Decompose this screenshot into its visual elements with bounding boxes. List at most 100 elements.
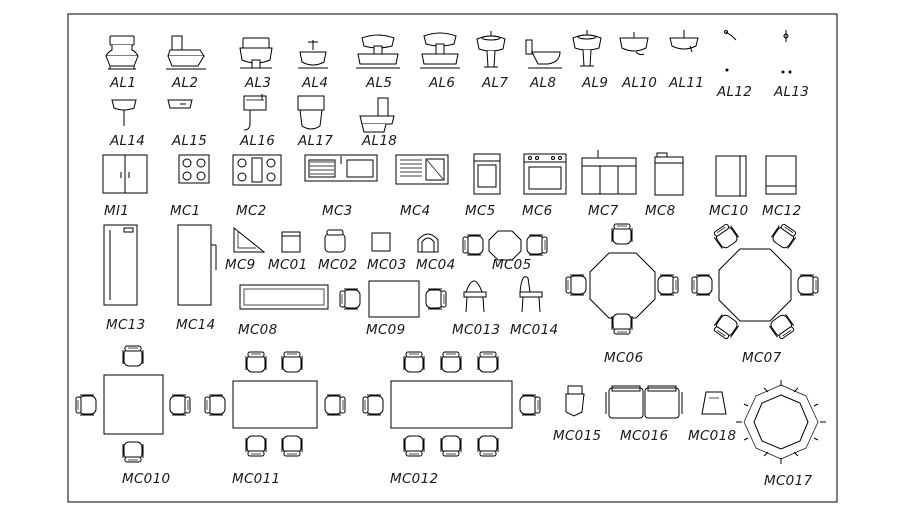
label-mc9: MC9	[225, 257, 256, 273]
symbol-al16-sink-trap	[243, 94, 267, 131]
label-al10: AL10	[621, 75, 657, 91]
symbol-mc13-refrigerator	[103, 224, 138, 306]
symbol-al17-toilet-front	[297, 95, 325, 130]
label-mc015: MC015	[553, 428, 601, 444]
label-al13: AL13	[773, 84, 809, 100]
label-mc12: MC12	[762, 203, 801, 219]
label-mc7: MC7	[588, 203, 619, 219]
label-mc1: MC1	[170, 203, 201, 219]
symbol-mc5-range	[473, 153, 501, 195]
label-mc3: MC3	[322, 203, 353, 219]
symbol-mc04-chair	[417, 233, 439, 253]
label-mc02: MC02	[318, 257, 357, 273]
symbol-mc014-chair	[519, 276, 543, 313]
label-mc01: MC01	[268, 257, 307, 273]
label-mc04: MC04	[416, 257, 455, 273]
label-mc05: MC05	[492, 257, 531, 273]
label-mc2: MC2	[236, 203, 267, 219]
label-mc018: MC018	[688, 428, 736, 444]
label-mc012: MC012	[390, 471, 438, 487]
label-al18: AL18	[361, 133, 397, 149]
label-mc016: MC016	[620, 428, 668, 444]
symbol-mc010-square-table	[75, 345, 191, 463]
symbol-mc015-chair	[565, 385, 585, 417]
symbol-al2-toilet	[166, 35, 206, 70]
label-al2: AL2	[171, 75, 198, 91]
label-al5: AL5	[365, 75, 392, 91]
label-mc03: MC03	[367, 257, 406, 273]
label-mc017: MC017	[764, 473, 812, 489]
symbol-mc08-counter	[239, 284, 329, 310]
symbol-mc07-octagon-table	[691, 221, 819, 342]
symbol-mc05-dining-set	[462, 230, 548, 261]
label-al17: AL17	[297, 133, 333, 149]
label-al1: AL1	[109, 75, 136, 91]
symbol-mc14-refrigerator	[177, 224, 217, 306]
symbol-al11-wall-sink	[669, 30, 699, 53]
symbol-mc016-sofa	[605, 385, 683, 419]
symbol-al8-toilet-side	[525, 39, 562, 69]
label-al14: AL14	[109, 133, 145, 149]
symbol-mc2-cooktop	[232, 154, 282, 186]
symbol-al6-sink-toilet	[420, 32, 460, 69]
symbol-mc011-rect-table	[204, 351, 346, 457]
label-mc8: MC8	[645, 203, 676, 219]
drawing-border	[67, 13, 838, 503]
symbol-al15-sink	[167, 99, 193, 109]
label-al3: AL3	[244, 75, 271, 91]
symbol-mc03-box	[371, 232, 391, 252]
symbol-mc9-corner	[233, 226, 266, 253]
symbol-mc09-dining-set	[339, 280, 447, 318]
symbol-mc017-octagon-table	[736, 380, 826, 464]
label-al12: AL12	[716, 84, 752, 100]
label-al8: AL8	[529, 75, 556, 91]
symbol-al14-wall-sink	[111, 99, 137, 126]
symbol-mc01-bin	[281, 231, 301, 253]
label-mc6: MC6	[522, 203, 553, 219]
symbol-mc012-rect-table	[362, 351, 541, 457]
symbol-al9-pedestal-sink	[572, 29, 602, 67]
symbol-al5-sink-toilet	[356, 34, 400, 69]
symbol-mc013-chair	[463, 280, 487, 313]
symbol-mi1-cabinet	[102, 154, 148, 194]
symbol-al18-toilet-side	[359, 97, 395, 133]
label-al6: AL6	[428, 75, 455, 91]
symbol-mc1-cooktop	[178, 154, 210, 184]
label-mc013: MC013	[452, 322, 500, 338]
symbol-mc3-double-sink	[304, 154, 378, 182]
symbol-al4-bidet	[298, 40, 328, 69]
label-mc5: MC5	[465, 203, 496, 219]
label-mc14: MC14	[176, 317, 215, 333]
label-mc011: MC011	[232, 471, 280, 487]
symbol-mc7-kitchen-cabinets	[581, 150, 637, 195]
symbol-mc6-range	[523, 153, 567, 195]
label-mc06: MC06	[604, 350, 643, 366]
label-mc014: MC014	[510, 322, 558, 338]
symbol-al10-wall-sink	[619, 32, 649, 56]
symbol-al7-pedestal-sink	[476, 30, 506, 68]
symbol-mc4-sink	[395, 154, 449, 185]
label-al11: AL11	[668, 75, 704, 91]
label-al7: AL7	[481, 75, 508, 91]
label-al4: AL4	[301, 75, 328, 91]
label-mc09: MC09	[366, 322, 405, 338]
symbol-mc06-octagon-table	[565, 223, 679, 335]
symbol-mc02-stool	[324, 229, 346, 253]
label-mc4: MC4	[400, 203, 431, 219]
label-al15: AL15	[171, 133, 207, 149]
label-mc07: MC07	[742, 350, 782, 366]
symbol-al12-faucet	[724, 30, 737, 72]
label-mc13: MC13	[106, 317, 145, 333]
symbol-mc10-appliance	[715, 155, 747, 197]
label-mc08: MC08	[238, 322, 277, 338]
symbol-al3-toilet	[239, 37, 273, 69]
symbol-mc018-stool	[701, 391, 727, 415]
label-al16: AL16	[239, 133, 275, 149]
label-mc10: MC10	[709, 203, 748, 219]
symbol-mc12-appliance	[765, 155, 797, 195]
symbol-al1-toilet	[105, 35, 139, 70]
label-mi1: MI1	[104, 203, 129, 219]
label-al9: AL9	[581, 75, 608, 91]
symbol-al13-faucet	[781, 30, 792, 74]
